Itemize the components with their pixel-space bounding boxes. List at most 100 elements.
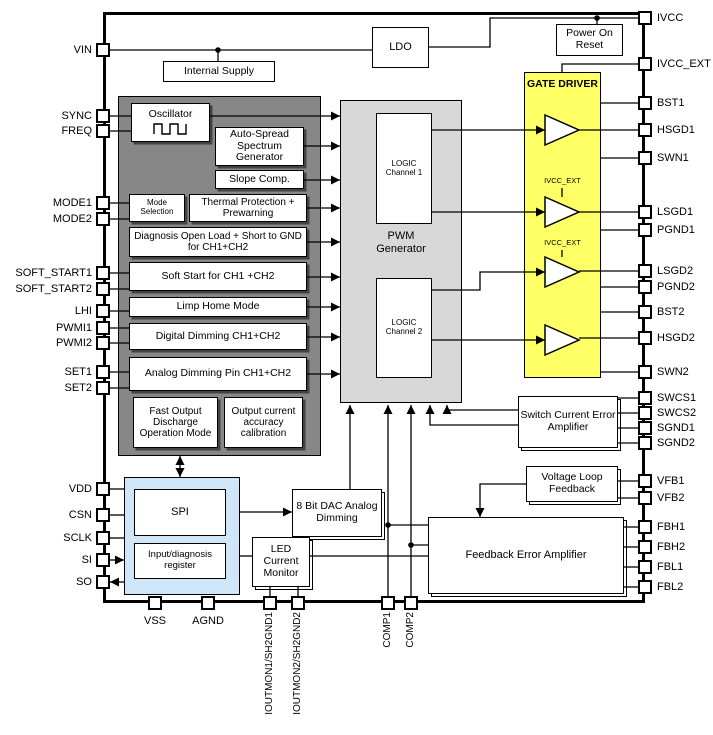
gate-driver-supply-label-1: IVCC_EXT xyxy=(544,176,581,185)
pin-pwmi2 xyxy=(96,336,110,350)
pin-label-pgnd2: PGND2 xyxy=(657,281,695,293)
pin-label-pwmi1: PWMI1 xyxy=(55,322,92,334)
pin-label-soft-start2: SOFT_START2 xyxy=(15,283,92,295)
pin-hsgd2 xyxy=(638,331,652,345)
pin-sclk xyxy=(96,531,110,545)
led-current-monitor-block: LED Current Monitor xyxy=(252,537,310,587)
pin-label-sgnd1: SGND1 xyxy=(657,422,695,434)
pin-fbl2 xyxy=(638,580,652,594)
input-diagnosis-register-block: Input/diagnosis register xyxy=(134,543,226,579)
oscillator-label: Oscillator xyxy=(148,108,193,121)
pin-label-sync: SYNC xyxy=(61,110,92,122)
pin-label-hsgd1: HSGD1 xyxy=(657,124,695,136)
pin-vfb1 xyxy=(638,474,652,488)
pin-label-sgnd2: SGND2 xyxy=(657,437,695,449)
pin-sync xyxy=(96,109,110,123)
pin-label-comp1: COMP1 xyxy=(382,612,393,648)
pin-label-ioutmon1-sh2gnd1: IOUTMON1/SH2GND1 xyxy=(264,612,275,715)
power-on-reset-block: Power On Reset xyxy=(556,24,623,56)
pin-label-swn1: SWN1 xyxy=(657,152,689,164)
square-wave-icon xyxy=(152,123,187,135)
pin-label-set1: SET1 xyxy=(64,366,92,378)
logic-channel2-block: LOGIC Channel 2 xyxy=(376,278,432,378)
analog-dimming-block: Analog Dimming Pin CH1+CH2 xyxy=(129,357,307,391)
pin-label-vss: VSS xyxy=(143,615,166,627)
pin-comp2 xyxy=(404,596,418,610)
pin-set1 xyxy=(96,365,110,379)
pin-label-vfb1: VFB1 xyxy=(657,475,685,487)
pin-swcs1 xyxy=(638,391,652,405)
pin-vin xyxy=(96,43,110,57)
gate-driver-label: GATE DRIVER xyxy=(527,78,598,90)
pin-label-hsgd2: HSGD2 xyxy=(657,332,695,344)
pin-freq xyxy=(96,124,110,138)
pin-label-lsgd1: LSGD1 xyxy=(657,206,694,218)
pin-ivcc xyxy=(638,11,652,25)
pin-label-fbl2: FBL2 xyxy=(657,581,684,593)
oscillator-block: Oscillator xyxy=(131,103,210,142)
pin-set2 xyxy=(96,381,110,395)
pin-pgnd2 xyxy=(638,280,652,294)
pin-label-so: SO xyxy=(76,576,92,588)
limp-home-mode-block: Limp Home Mode xyxy=(129,297,307,317)
pin-csn xyxy=(96,508,110,522)
pin-label-swcs2: SWCS2 xyxy=(657,407,697,419)
pin-pwmi1 xyxy=(96,321,110,335)
pin-label-pwmi2: PWMI2 xyxy=(55,337,92,349)
pin-vss xyxy=(148,596,162,610)
pin-label-bst1: BST1 xyxy=(657,97,685,109)
pwm-generator-label: PWM Generator xyxy=(376,230,426,255)
pin-label-swn2: SWN2 xyxy=(657,366,689,378)
voltage-loop-feedback-block: Voltage Loop Feedback xyxy=(526,466,618,502)
pin-label-si: SI xyxy=(81,554,92,566)
pin-label-ioutmon2-sh2gnd2: IOUTMON2/SH2GND2 xyxy=(292,612,303,715)
pin-label-csn: CSN xyxy=(68,509,92,521)
pin-vfb2 xyxy=(638,491,652,505)
diagnosis-block: Diagnosis Open Load + Short to GND for C… xyxy=(129,227,307,257)
pin-swcs2 xyxy=(638,406,652,420)
logic-channel1-block: LOGIC Channel 1 xyxy=(376,113,432,224)
pin-soft-start2 xyxy=(96,282,110,296)
pin-lhi xyxy=(96,304,110,318)
pin-ioutmon2-sh2gnd2 xyxy=(291,596,305,610)
pin-pgnd1 xyxy=(638,223,652,237)
pin-fbl1 xyxy=(638,560,652,574)
pin-soft-start1 xyxy=(96,266,110,280)
ldo-block: LDO xyxy=(372,27,429,68)
pin-label-swcs1: SWCS1 xyxy=(657,392,697,404)
feedback-error-amplifier-block: Feedback Error Amplifier xyxy=(428,517,624,594)
pin-swn1 xyxy=(638,151,652,165)
switch-current-error-amplifier-block: Switch Current Error Amplifier xyxy=(518,396,618,448)
pin-label-set2: SET2 xyxy=(64,382,92,394)
pin-agnd xyxy=(201,596,215,610)
pin-label-pgnd1: PGND1 xyxy=(657,224,695,236)
pin-mode1 xyxy=(96,196,110,210)
pin-ivcc-ext xyxy=(638,57,652,71)
soft-start-block: Soft Start for CH1 +CH2 xyxy=(129,262,307,291)
gate-driver-block xyxy=(524,72,601,378)
pin-label-comp2: COMP2 xyxy=(405,612,416,648)
pin-label-bst2: BST2 xyxy=(657,306,685,318)
pin-label-soft-start1: SOFT_START1 xyxy=(15,267,92,279)
pin-sgnd1 xyxy=(638,421,652,435)
pin-si xyxy=(96,553,110,567)
pin-comp1 xyxy=(381,596,395,610)
pin-sgnd2 xyxy=(638,436,652,450)
pin-fbh2 xyxy=(638,540,652,554)
pin-bst1 xyxy=(638,96,652,110)
pin-label-lsgd2: LSGD2 xyxy=(657,265,694,277)
pin-ioutmon1-sh2gnd1 xyxy=(263,596,277,610)
pin-hsgd1 xyxy=(638,123,652,137)
auto-spread-spectrum-block: Auto-Spread Spectrum Generator xyxy=(215,127,304,166)
slope-comp-block: Slope Comp. xyxy=(215,170,304,189)
output-current-calibration-block: Output current accuracy calibration xyxy=(224,397,303,448)
pin-bst2 xyxy=(638,305,652,319)
pin-swn2 xyxy=(638,365,652,379)
pin-label-mode2: MODE2 xyxy=(52,213,92,225)
pin-label-vdd: VDD xyxy=(68,483,92,495)
pin-label-ivcc: IVCC xyxy=(657,12,684,24)
pin-label-fbh1: FBH1 xyxy=(657,521,686,533)
pin-mode2 xyxy=(96,212,110,226)
gate-driver-supply-label-2: IVCC_EXT xyxy=(544,238,581,247)
